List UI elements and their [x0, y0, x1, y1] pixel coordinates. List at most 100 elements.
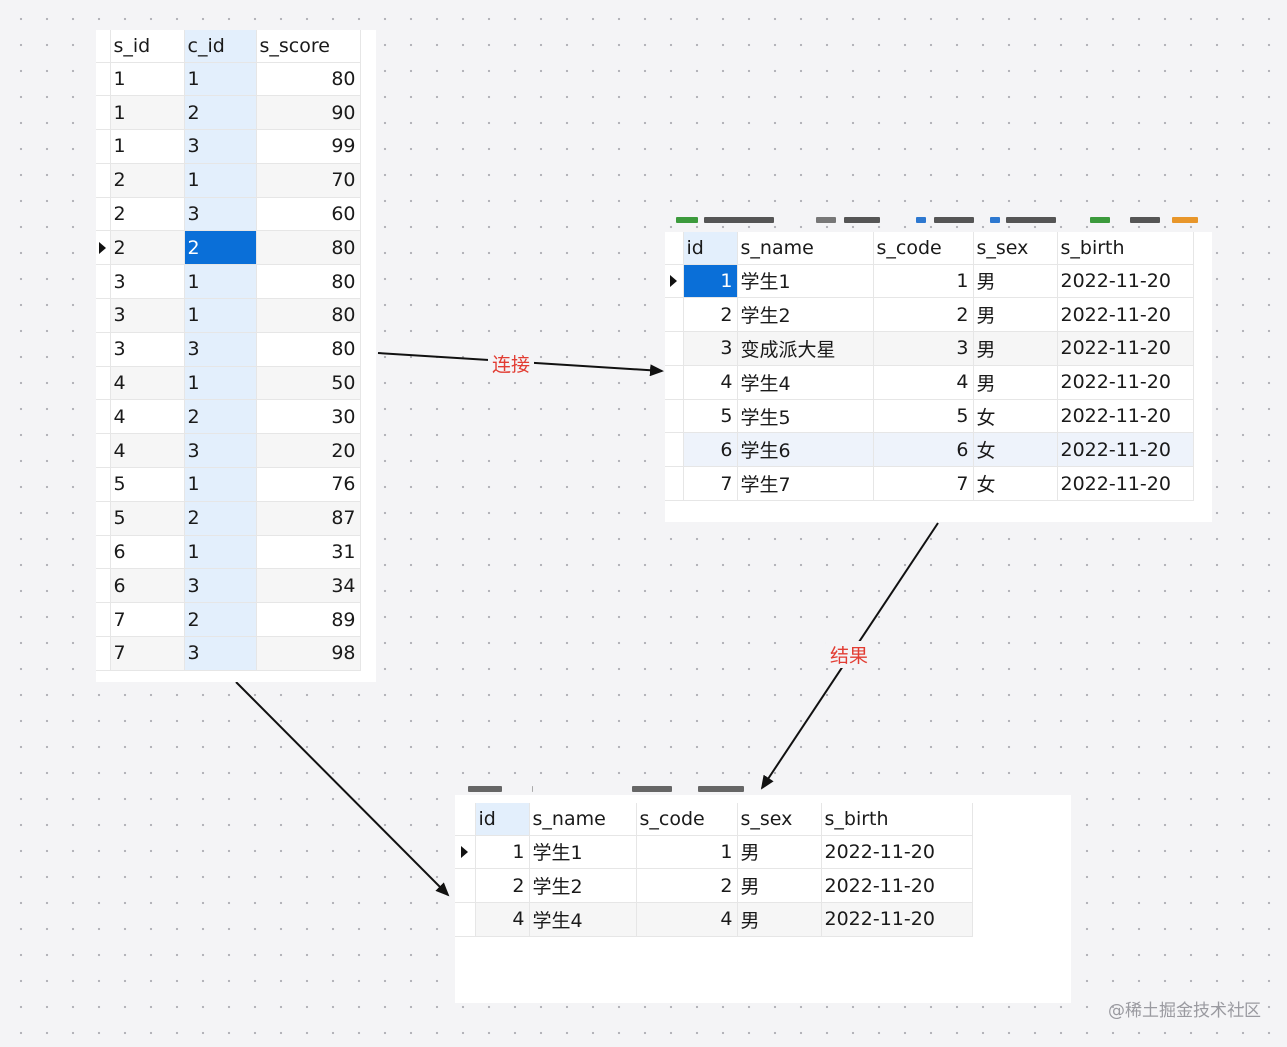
row-indicator[interactable]: [665, 264, 684, 299]
table-cell-s_sex[interactable]: 男: [973, 297, 1058, 333]
table-cell-c_id[interactable]: 2: [184, 230, 257, 266]
table-cell-c_id[interactable]: 1: [184, 535, 257, 570]
table-cell-c_id[interactable]: 1: [184, 264, 257, 300]
row-indicator[interactable]: [96, 62, 111, 97]
table-cell-s_id[interactable]: 4: [110, 366, 185, 401]
table-cell-s_code[interactable]: 5: [873, 399, 974, 434]
table-cell-c_id[interactable]: 3: [184, 197, 257, 232]
table-cell-s_birth[interactable]: 2022-11-20: [1057, 365, 1194, 400]
table-cell-s_score[interactable]: 89: [256, 602, 361, 638]
column-header-s_code[interactable]: s_code: [873, 232, 974, 265]
table-cell-c_id[interactable]: 1: [184, 467, 257, 502]
column-header-id[interactable]: id: [683, 232, 738, 265]
table-cell-c_id[interactable]: 3: [184, 129, 257, 164]
table-cell-s_id[interactable]: 3: [110, 332, 185, 367]
table-cell-id[interactable]: 2: [683, 297, 738, 333]
table-cell-s_id[interactable]: 1: [110, 129, 185, 164]
table-cell-s_score[interactable]: 60: [256, 197, 361, 232]
table-cell-s_code[interactable]: 7: [873, 466, 974, 502]
table-cell-s_score[interactable]: 80: [256, 230, 361, 266]
table-cell-id[interactable]: 1: [683, 264, 738, 299]
row-indicator[interactable]: [96, 298, 111, 333]
row-indicator[interactable]: [96, 332, 111, 367]
table-cell-id[interactable]: 3: [683, 331, 738, 366]
table-cell-s_name[interactable]: 学生5: [737, 399, 874, 434]
column-header-s_id[interactable]: s_id: [110, 30, 185, 63]
table-cell-s_id[interactable]: 1: [110, 62, 185, 97]
table-cell-s_name[interactable]: 学生7: [737, 466, 874, 502]
row-indicator[interactable]: [96, 636, 111, 671]
table-cell-s_name[interactable]: 学生6: [737, 432, 874, 468]
table-cell-s_name[interactable]: 学生1: [737, 264, 874, 299]
table-cell-s_code[interactable]: 2: [636, 868, 738, 904]
table-cell-id[interactable]: 2: [475, 868, 530, 904]
row-indicator[interactable]: [96, 197, 111, 232]
row-indicator[interactable]: [96, 535, 111, 570]
table-cell-id[interactable]: 5: [683, 399, 738, 434]
table-cell-id[interactable]: 1: [475, 835, 530, 870]
table-cell-c_id[interactable]: 1: [184, 163, 257, 198]
row-indicator[interactable]: [96, 602, 111, 638]
table-cell-s_code[interactable]: 1: [873, 264, 974, 299]
table-cell-s_name[interactable]: 学生1: [529, 835, 637, 870]
table-cell-s_code[interactable]: 3: [873, 331, 974, 366]
table-cell-s_birth[interactable]: 2022-11-20: [1057, 399, 1194, 434]
table-cell-s_id[interactable]: 7: [110, 636, 185, 671]
table-cell-s_code[interactable]: 2: [873, 297, 974, 333]
table-cell-s_birth[interactable]: 2022-11-20: [821, 902, 973, 937]
table-cell-s_score[interactable]: 31: [256, 535, 361, 570]
table-cell-c_id[interactable]: 3: [184, 636, 257, 671]
table-cell-c_id[interactable]: 1: [184, 298, 257, 333]
table-cell-s_score[interactable]: 30: [256, 399, 361, 435]
table-cell-s_birth[interactable]: 2022-11-20: [1057, 264, 1194, 299]
column-header-s_code[interactable]: s_code: [636, 803, 738, 836]
table-cell-s_code[interactable]: 4: [873, 365, 974, 400]
table-cell-s_birth[interactable]: 2022-11-20: [821, 868, 973, 904]
table-cell-c_id[interactable]: 2: [184, 95, 257, 131]
column-header-s_birth[interactable]: s_birth: [821, 803, 973, 836]
table-cell-s_name[interactable]: 学生2: [529, 868, 637, 904]
row-indicator[interactable]: [665, 466, 684, 502]
table-cell-s_birth[interactable]: 2022-11-20: [1057, 466, 1194, 502]
table-cell-c_id[interactable]: 2: [184, 501, 257, 536]
column-header-c_id[interactable]: c_id: [184, 30, 257, 63]
table-cell-s_score[interactable]: 70: [256, 163, 361, 198]
table-cell-s_score[interactable]: 87: [256, 501, 361, 536]
table-cell-id[interactable]: 4: [475, 902, 530, 937]
table-cell-s_name[interactable]: 学生4: [737, 365, 874, 400]
column-header-s_name[interactable]: s_name: [737, 232, 874, 265]
column-header-s_sex[interactable]: s_sex: [737, 803, 822, 836]
row-indicator[interactable]: [96, 366, 111, 401]
table-cell-id[interactable]: 7: [683, 466, 738, 502]
table-cell-s_sex[interactable]: 男: [973, 331, 1058, 366]
table-cell-s_score[interactable]: 80: [256, 264, 361, 300]
table-cell-s_id[interactable]: 6: [110, 535, 185, 570]
table-cell-s_id[interactable]: 2: [110, 230, 185, 266]
row-indicator[interactable]: [455, 835, 476, 870]
row-indicator[interactable]: [96, 433, 111, 469]
table-cell-s_sex[interactable]: 女: [973, 399, 1058, 434]
table-cell-s_score[interactable]: 76: [256, 467, 361, 502]
table-cell-s_id[interactable]: 3: [110, 264, 185, 300]
table-cell-c_id[interactable]: 3: [184, 332, 257, 367]
table-cell-s_code[interactable]: 1: [636, 835, 738, 870]
row-indicator[interactable]: [665, 432, 684, 468]
table-cell-s_score[interactable]: 80: [256, 332, 361, 367]
